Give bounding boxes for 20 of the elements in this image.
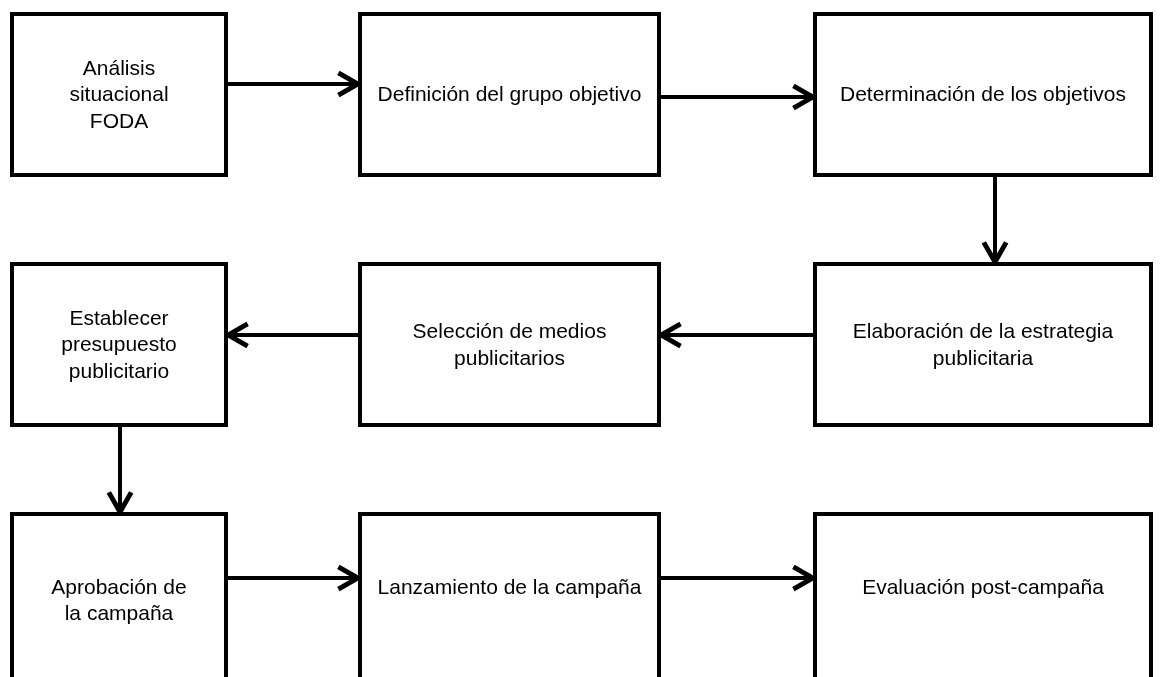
process-box — [813, 12, 1153, 177]
process-box — [358, 512, 661, 677]
box-label: Elaboración de la estrategia publicitaria — [851, 318, 1115, 371]
process-box — [813, 512, 1153, 677]
process-box — [10, 512, 228, 677]
box-label: Definición del grupo objetivo — [377, 81, 642, 108]
process-box — [10, 262, 228, 427]
box-label: Determinación de los objetivos — [840, 81, 1126, 108]
box-label: Aprobación de la campaña — [50, 574, 188, 627]
box-label: Establecer presupuesto publicitario — [60, 305, 178, 384]
arrow — [106, 427, 134, 515]
process-box — [10, 12, 228, 177]
box-label: Lanzamiento de la campaña — [377, 574, 642, 600]
box-label: Análisis situacional FODA — [68, 55, 170, 134]
box-label: Selección de medios publicitarios — [411, 318, 608, 371]
box-label: Evaluación post-campaña — [862, 574, 1104, 600]
process-box — [813, 262, 1153, 427]
process-box — [358, 12, 661, 177]
process-box — [358, 262, 661, 427]
arrow — [981, 177, 1009, 265]
